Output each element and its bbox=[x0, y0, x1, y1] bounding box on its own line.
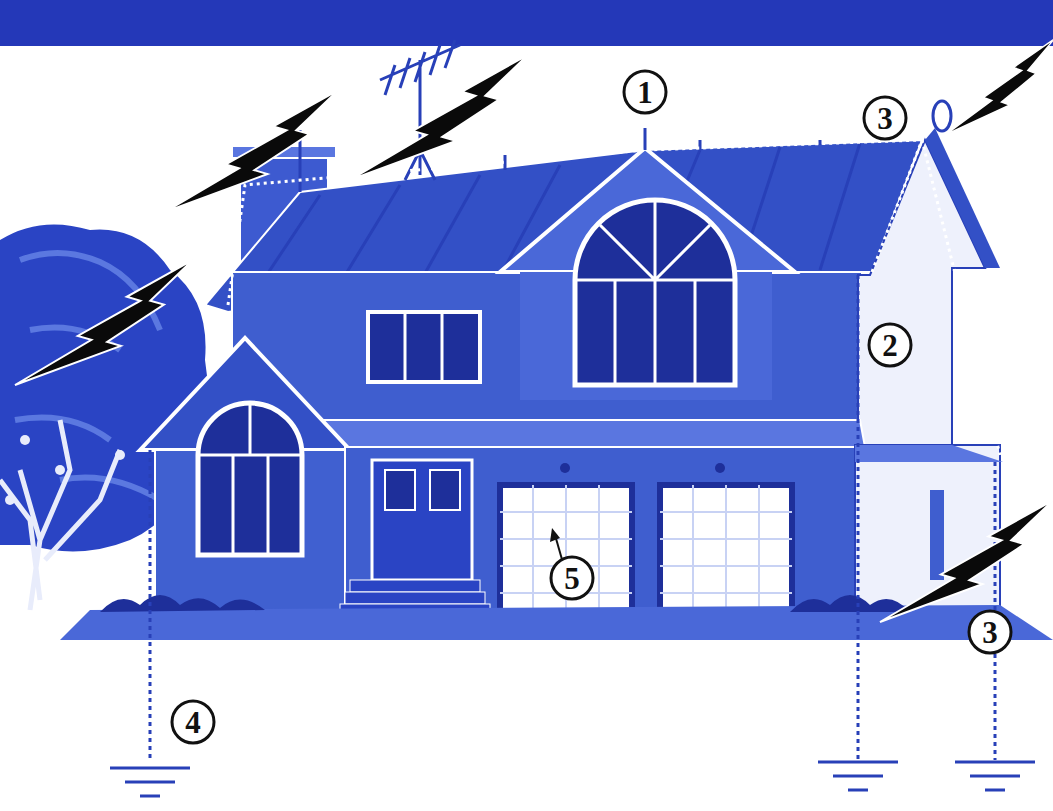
callout-circle: 1 bbox=[622, 69, 668, 115]
callout-circle: 3 bbox=[967, 609, 1013, 655]
callout-number: 1 bbox=[622, 69, 668, 115]
satellite-dish bbox=[933, 101, 951, 131]
garage-doors bbox=[500, 485, 792, 620]
callout-circle: 3 bbox=[862, 95, 908, 141]
down-conductor bbox=[150, 275, 995, 760]
callout-circle: 2 bbox=[867, 322, 913, 368]
callout-number: 2 bbox=[867, 322, 913, 368]
callout-circle: 5 bbox=[549, 555, 595, 601]
roof-conductor bbox=[228, 140, 1000, 455]
banner-band bbox=[0, 0, 1053, 46]
upper-facade bbox=[232, 272, 862, 432]
ground-symbol bbox=[110, 762, 1035, 796]
gable-wall bbox=[858, 140, 985, 445]
callout-number: 3 bbox=[967, 609, 1013, 655]
callout-number: 4 bbox=[170, 699, 216, 745]
callout-number: 5 bbox=[549, 555, 595, 601]
callout-circle: 4 bbox=[170, 699, 216, 745]
callout-number: 3 bbox=[862, 95, 908, 141]
lightning-bolt bbox=[15, 39, 1053, 622]
